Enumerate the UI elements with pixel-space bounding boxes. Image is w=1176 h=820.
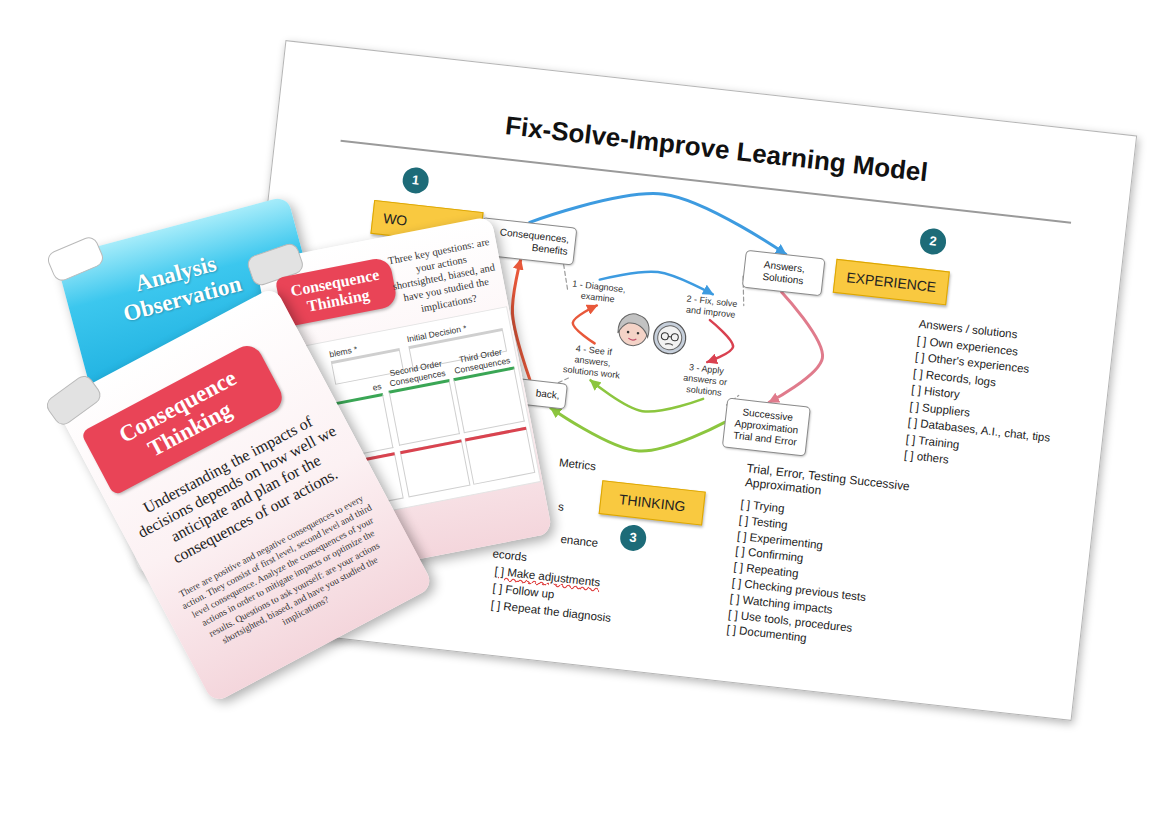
checklist-item: [ ] others	[903, 449, 949, 466]
checklist-item: [ ] Trying	[740, 498, 785, 515]
checklist-item: Metrics	[558, 456, 596, 472]
checklist-item: s	[558, 500, 565, 513]
node-label: 1 - Diagnose, examine	[568, 278, 628, 306]
cycle-arrow	[705, 320, 736, 365]
process-box: Answers, Solutions	[742, 250, 826, 297]
man-face	[652, 320, 687, 355]
checklist-item: [ ] Repeat the diagnosis	[490, 599, 611, 624]
checklist-item: ecords	[492, 547, 528, 563]
step-label: 3 - Apply answers or solutions	[668, 358, 742, 403]
card-clip	[44, 373, 104, 428]
checklist-item: [ ] Suppliers	[909, 399, 971, 418]
input-box	[388, 379, 460, 446]
step-label: 4 - See if answers, solutions work	[555, 339, 631, 384]
step-label: 2 - Fix, solve and improve	[678, 291, 744, 324]
cycle-arrow	[571, 303, 599, 343]
checklist-item: [ ] Follow up	[492, 582, 555, 601]
form-box	[465, 427, 535, 484]
cycle-arrow	[769, 292, 829, 408]
checklist-item: [ ] History	[911, 383, 961, 400]
node-label: EXPERIENCE	[845, 269, 938, 295]
dashed-link	[561, 264, 570, 289]
step-label: 1 - Diagnose, examine	[566, 276, 631, 309]
card-clip	[46, 235, 106, 283]
process-box: Successive Approximation Trial and Error	[722, 398, 811, 457]
node-label: 2 - Fix, solve and improve	[680, 293, 742, 322]
node-label: 3 - Apply answers or solutions	[671, 360, 740, 400]
cycle-arrow	[547, 403, 725, 460]
input-box	[453, 366, 525, 433]
section-tag: THINKING	[599, 480, 706, 525]
node-label: 4 - See if answers, solutions work	[557, 341, 628, 381]
form-box	[400, 439, 470, 496]
node-label: Answers, Solutions	[750, 257, 818, 288]
callout-number: 3	[619, 524, 648, 553]
checklist-item: [ ] Testing	[738, 513, 788, 530]
checklist-item: [ ] Training	[905, 432, 960, 450]
card-text: Three key questions: are your actions sh…	[386, 234, 501, 318]
checklist-item: enance	[560, 533, 599, 549]
node-label: Successive Approximation Trial and Error	[730, 405, 804, 449]
node-label: THINKING	[611, 490, 694, 515]
woman-face	[616, 312, 650, 347]
section-tag: EXPERIENCE	[833, 259, 950, 305]
callout-number: 1	[401, 166, 430, 195]
callout-number: 2	[919, 227, 948, 256]
